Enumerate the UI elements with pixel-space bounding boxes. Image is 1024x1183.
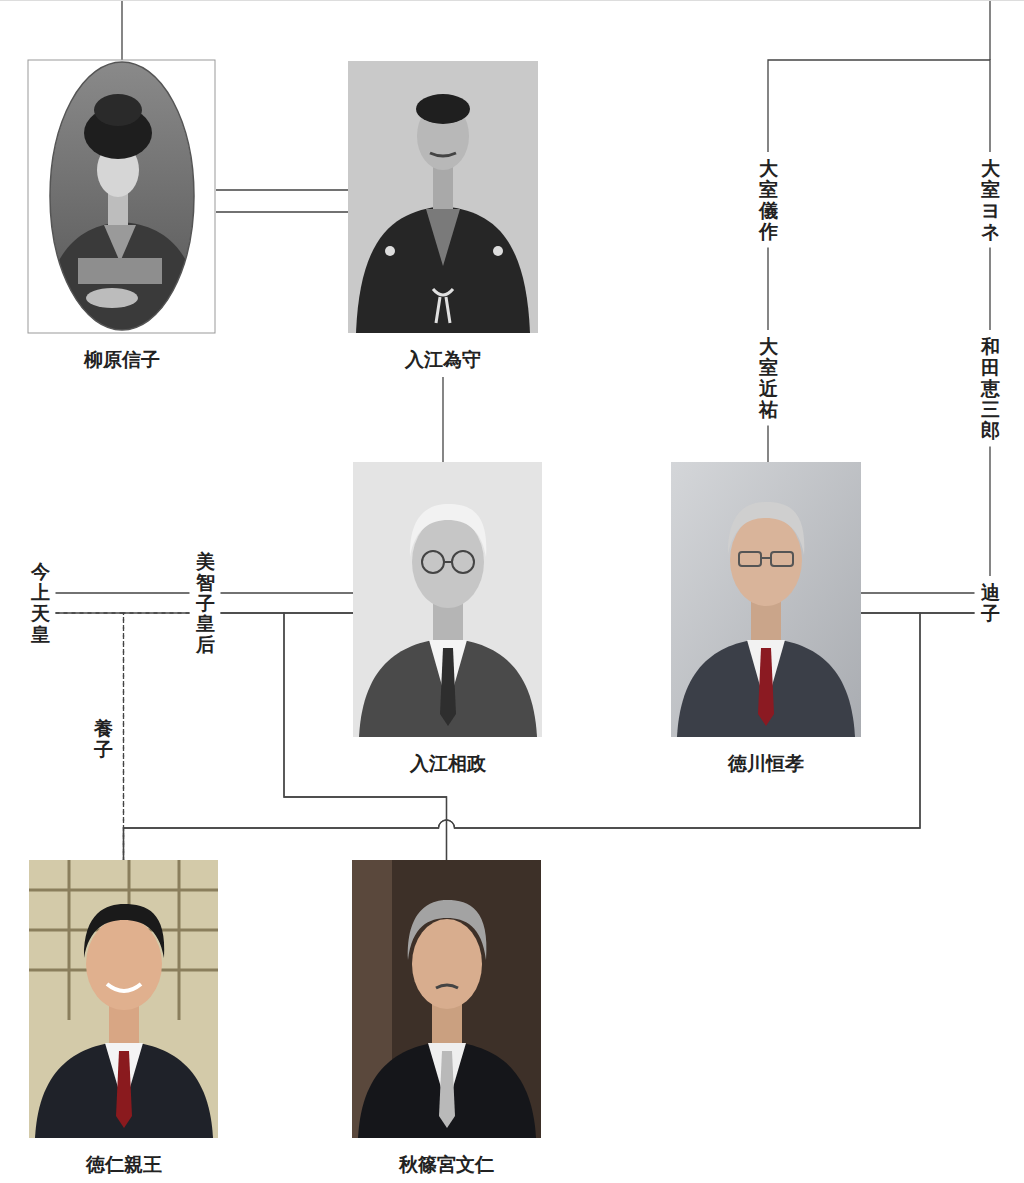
family-line-path bbox=[768, 60, 990, 152]
family-line bbox=[768, 248, 769, 330]
person-name: 徳川恒孝 bbox=[671, 751, 861, 775]
ancestry-line bbox=[989, 0, 990, 60]
family-line bbox=[124, 613, 921, 860]
top-rule bbox=[0, 0, 1024, 1]
portrait-photo bbox=[671, 462, 861, 737]
family-line-path bbox=[989, 446, 990, 576]
portrait-photo bbox=[352, 860, 541, 1138]
person-photo-card: 徳仁親王 bbox=[29, 860, 218, 1182]
portrait-photo bbox=[28, 60, 215, 340]
portrait-photo bbox=[353, 462, 542, 737]
person-name: 大室ヨネ bbox=[981, 158, 1000, 242]
family-line bbox=[56, 613, 124, 860]
person-name: 徳仁親王 bbox=[29, 1152, 218, 1176]
person-name: 美智子皇后 bbox=[196, 551, 215, 655]
family-line bbox=[861, 593, 975, 613]
person-name-column: 美智子皇后 bbox=[190, 545, 221, 661]
family-line bbox=[56, 593, 190, 613]
person-photo-card: 徳川恒孝 bbox=[671, 462, 861, 781]
family-line bbox=[990, 248, 991, 330]
portrait-photo bbox=[29, 860, 218, 1138]
person-name-column: 大室ヨネ bbox=[975, 152, 1006, 248]
person-name: 入江為守 bbox=[348, 347, 538, 371]
person-name: 入江相政 bbox=[353, 751, 542, 775]
family-line-path bbox=[221, 593, 354, 613]
family-line-path bbox=[216, 190, 348, 212]
family-line bbox=[221, 613, 447, 860]
family-line-path bbox=[861, 593, 975, 613]
family-line bbox=[124, 613, 975, 860]
person-photo-card: 入江為守 bbox=[348, 61, 538, 377]
person-name-column: 今上天皇 bbox=[25, 555, 56, 651]
edge-label: 養子 bbox=[94, 718, 113, 760]
family-line bbox=[216, 190, 348, 212]
person-photo-card: 秋篠宮文仁 bbox=[352, 860, 541, 1182]
family-line-path bbox=[56, 613, 124, 860]
person-name: 大室儀作 bbox=[759, 158, 778, 242]
family-line bbox=[990, 446, 991, 576]
family-line bbox=[443, 377, 444, 462]
person-name: 柳原信子 bbox=[28, 347, 216, 371]
person-name: 大室近祐 bbox=[759, 336, 778, 420]
person-name: 和田恵三郎 bbox=[981, 336, 1000, 440]
family-line-path bbox=[767, 248, 768, 330]
person-photo-card: 柳原信子 bbox=[28, 60, 216, 377]
person-name: 秋篠宮文仁 bbox=[352, 1152, 541, 1176]
family-line-path bbox=[124, 613, 190, 860]
ancestry-line bbox=[121, 0, 122, 60]
person-name-column: 大室儀作 bbox=[753, 152, 784, 248]
family-line-path bbox=[442, 377, 443, 462]
family-line bbox=[124, 613, 190, 860]
person-photo-card: 入江相政 bbox=[353, 462, 542, 781]
family-line bbox=[768, 426, 769, 462]
person-name-column: 大室近祐 bbox=[753, 330, 784, 426]
family-line-path bbox=[989, 248, 990, 330]
portrait-photo bbox=[348, 61, 538, 333]
family-line-path bbox=[221, 613, 447, 860]
family-line-path bbox=[284, 613, 447, 860]
family-line bbox=[284, 613, 447, 860]
family-line bbox=[221, 593, 354, 613]
family-line-path bbox=[56, 593, 190, 613]
family-line-path bbox=[124, 613, 921, 860]
person-name: 迪子 bbox=[981, 582, 1000, 624]
person-name: 今上天皇 bbox=[31, 561, 50, 645]
person-name-column: 和田恵三郎 bbox=[975, 330, 1006, 446]
family-line-path bbox=[767, 426, 768, 462]
family-line bbox=[768, 60, 990, 152]
person-name-column: 迪子 bbox=[975, 576, 1006, 630]
family-line-path bbox=[124, 613, 975, 860]
